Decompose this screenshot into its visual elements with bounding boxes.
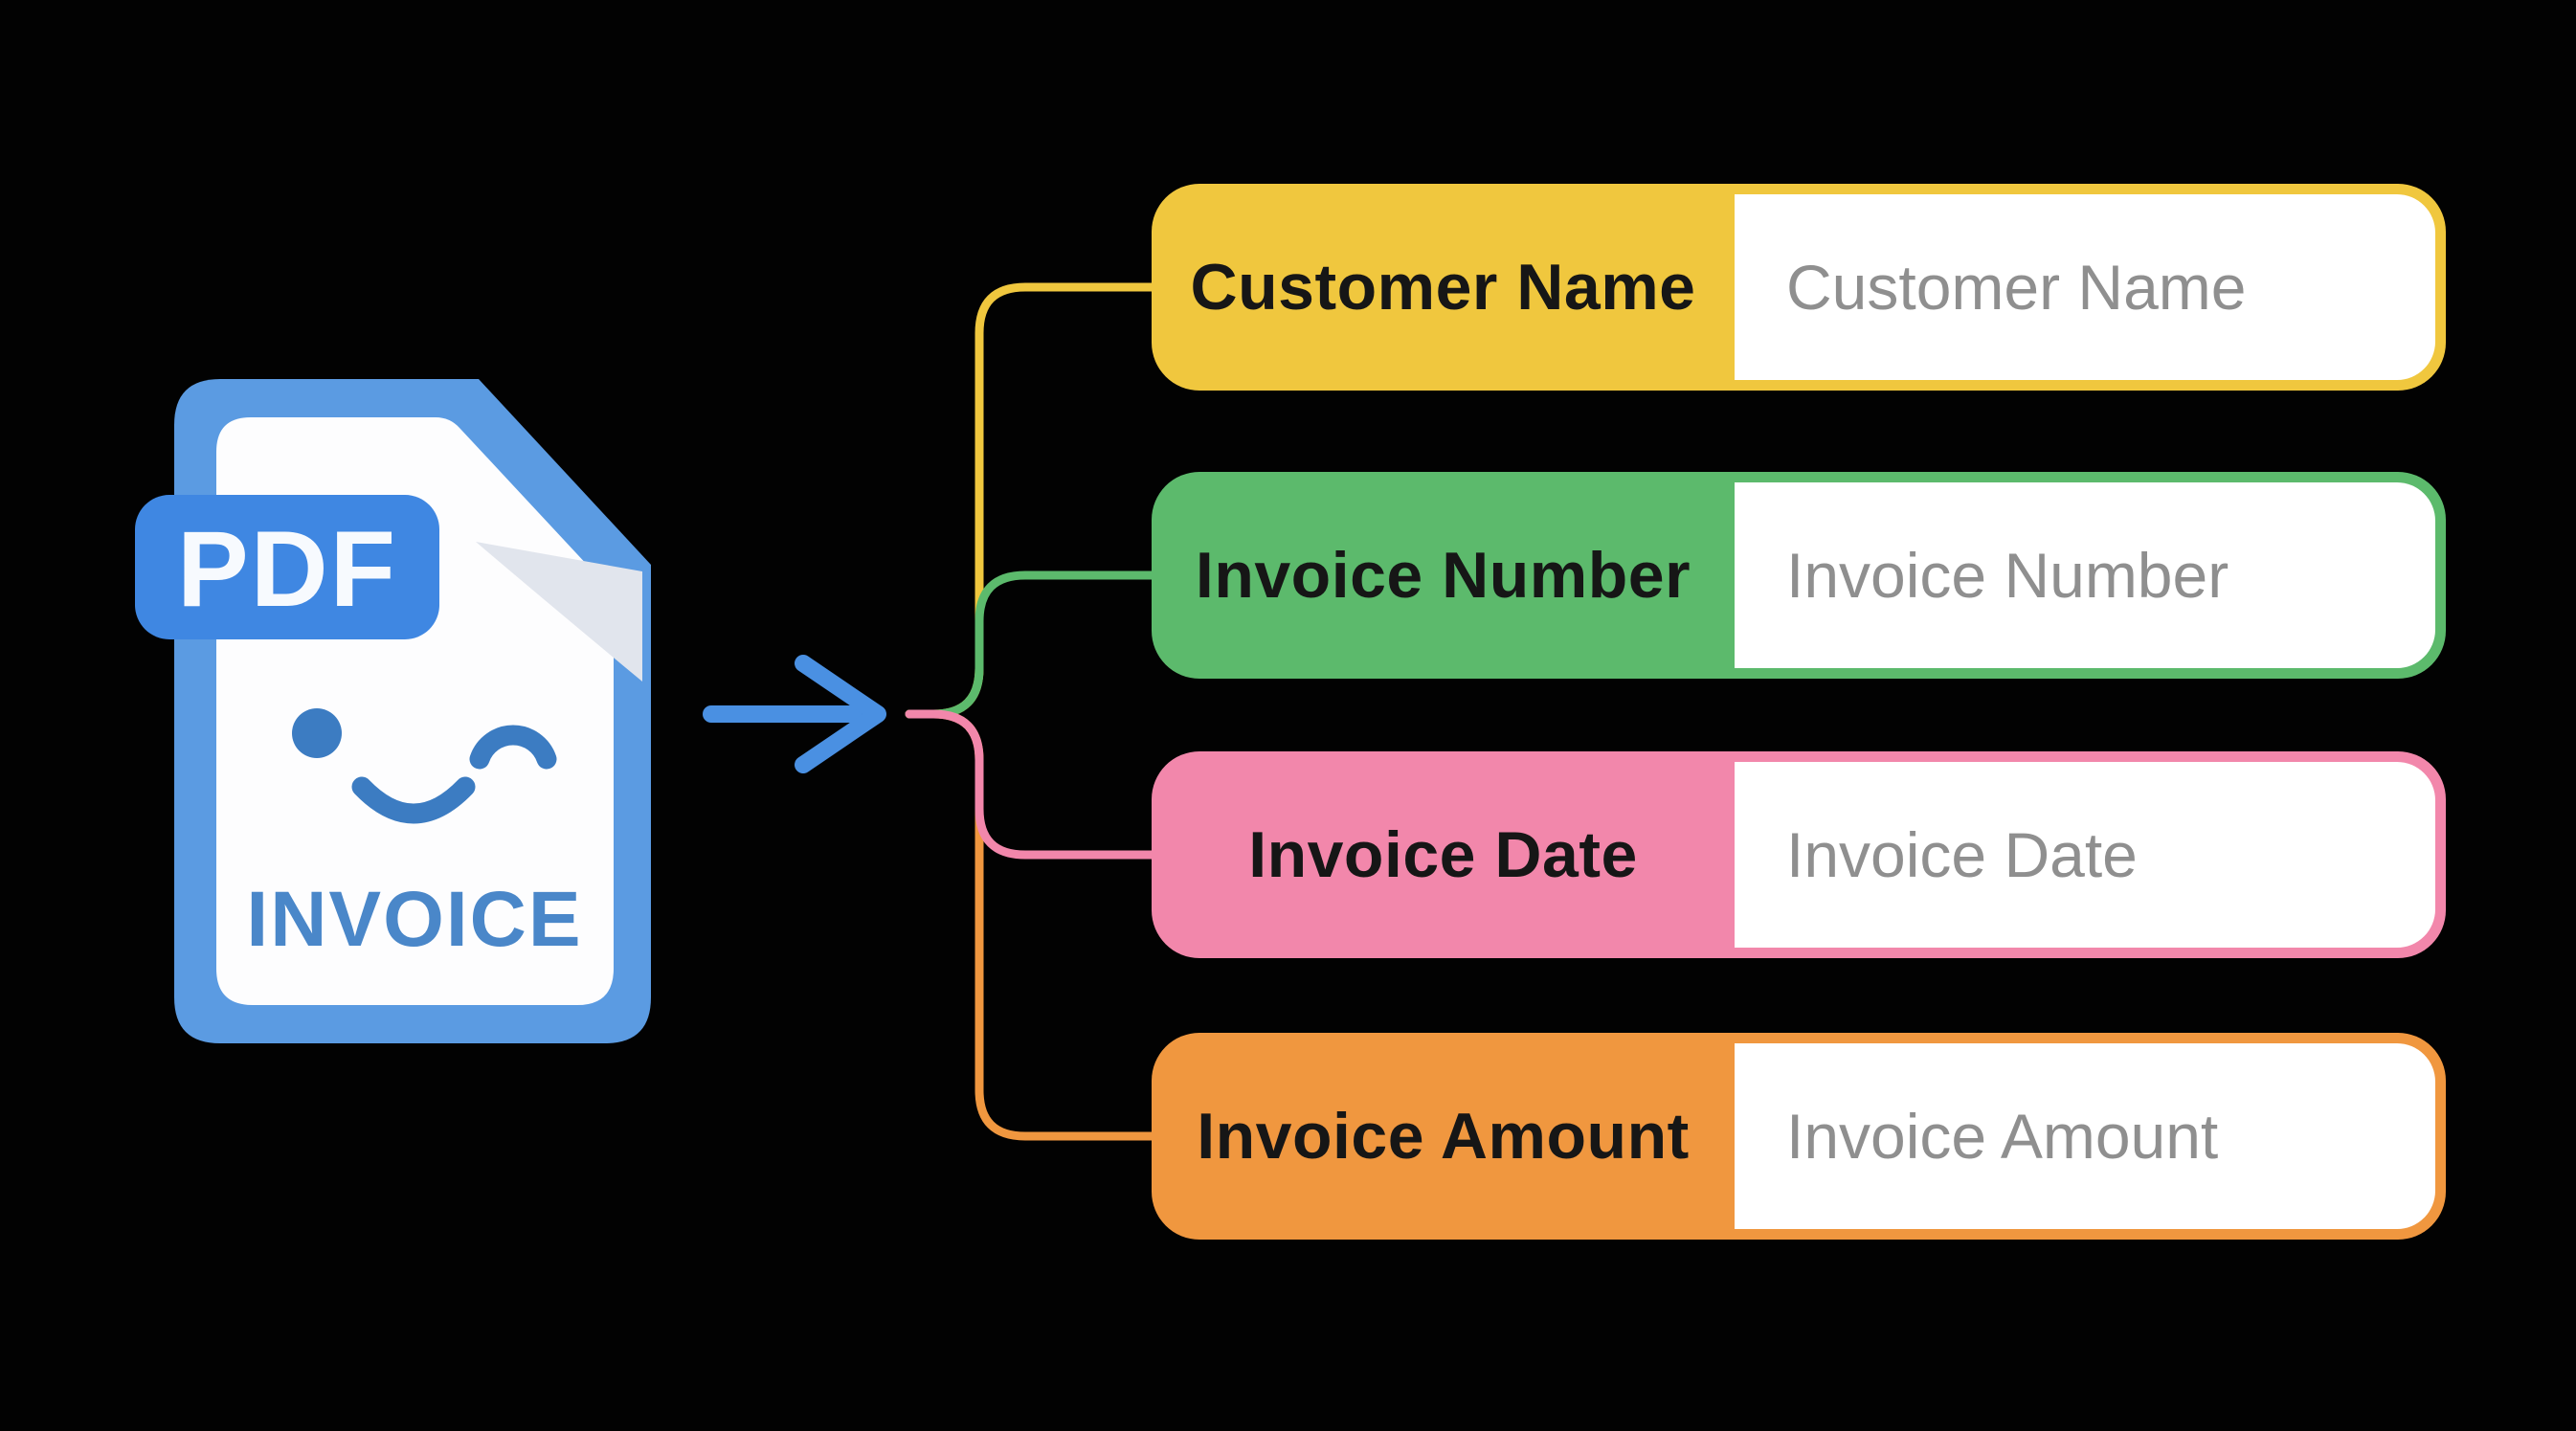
field-label-text: Invoice Number	[1195, 539, 1691, 612]
smile-icon	[351, 776, 476, 824]
field-label-text: Invoice Date	[1248, 818, 1638, 891]
connector-line-invoice-number	[905, 570, 1159, 719]
field-row-customer-name: Customer Name Customer Name	[1152, 184, 2446, 391]
invoice-amount-input[interactable]: Invoice Amount	[1735, 1043, 2435, 1229]
field-label-text: Customer Name	[1190, 251, 1696, 324]
invoice-number-placeholder: Invoice Number	[1786, 540, 2229, 611]
field-row-invoice-amount: Invoice Amount Invoice Amount	[1152, 1033, 2446, 1240]
wink-eye-icon	[469, 725, 557, 770]
invoice-date-placeholder: Invoice Date	[1786, 819, 2138, 890]
pdf-badge	[135, 495, 439, 639]
right-arrow-icon	[703, 655, 886, 773]
invoice-number-input[interactable]: Invoice Number	[1735, 482, 2435, 668]
customer-name-placeholder: Customer Name	[1786, 252, 2247, 323]
invoice-doc-label: INVOICE	[246, 876, 582, 963]
pdf-invoice-document-icon: PDF INVOICE	[135, 379, 651, 1043]
invoice-date-input[interactable]: Invoice Date	[1735, 762, 2435, 948]
eye-icon	[292, 708, 342, 758]
field-label-text: Invoice Amount	[1197, 1100, 1690, 1173]
connector-line-customer-name	[905, 282, 1159, 719]
field-label-invoice-date: Invoice Date	[1152, 751, 1735, 958]
customer-name-input[interactable]: Customer Name	[1735, 194, 2435, 380]
connector-line-invoice-amount	[905, 709, 1159, 1141]
field-label-invoice-number: Invoice Number	[1152, 472, 1735, 679]
invoice-amount-placeholder: Invoice Amount	[1786, 1101, 2219, 1172]
field-label-invoice-amount: Invoice Amount	[1152, 1033, 1735, 1240]
connector-line-invoice-date	[905, 709, 1159, 860]
field-row-invoice-number: Invoice Number Invoice Number	[1152, 472, 2446, 679]
field-row-invoice-date: Invoice Date Invoice Date	[1152, 751, 2446, 958]
field-label-customer-name: Customer Name	[1152, 184, 1735, 391]
fold-shadow	[476, 542, 642, 682]
pdf-badge-label: PDF	[177, 509, 397, 629]
